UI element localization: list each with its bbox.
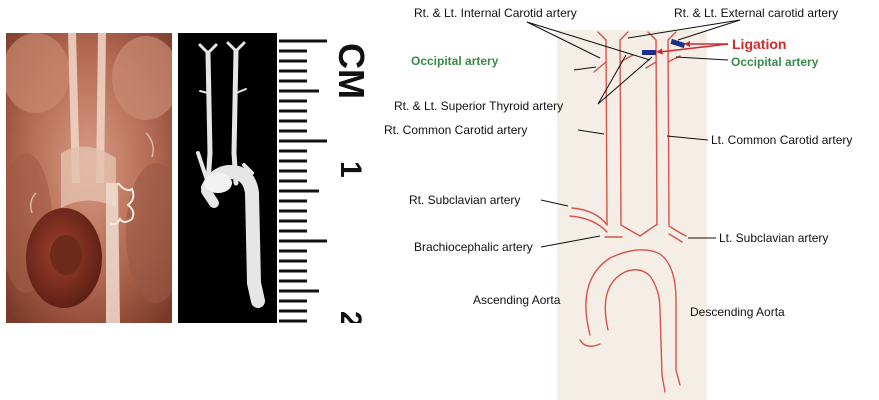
label-rt-subclavian: Rt. Subclavian artery <box>409 193 520 207</box>
label-lt-subclavian: Lt. Subclavian artery <box>719 231 828 245</box>
ligation-marker-right <box>642 50 656 55</box>
label-internal-carotid: Rt. & Lt. Internal Carotid artery <box>414 6 577 20</box>
label-ascending-aorta: Ascending Aorta <box>473 293 561 307</box>
pointer-lines <box>527 20 740 247</box>
label-occipital-right: Occipital artery <box>411 54 499 68</box>
label-rt-common-carotid: Rt. Common Carotid artery <box>384 123 527 137</box>
ligation-markers <box>642 39 685 55</box>
label-descending-aorta: Descending Aorta <box>690 305 785 319</box>
ligation-pointers <box>660 44 728 52</box>
label-occipital-left: Occipital artery <box>731 55 819 69</box>
lt-subclavian-vessel <box>669 226 686 236</box>
rt-common-carotid-vessel <box>606 40 607 225</box>
label-external-carotid: Rt. & Lt. External carotid artery <box>674 6 838 20</box>
ligation-marker-left <box>670 39 685 48</box>
label-superior-thyroid: Rt. & Lt. Superior Thyroid artery <box>394 99 563 113</box>
label-lt-common-carotid: Lt. Common Carotid artery <box>711 133 852 147</box>
label-ligation: Ligation <box>732 36 786 52</box>
lt-common-carotid-vessel <box>656 40 657 225</box>
label-brachiocephalic: Brachiocephalic artery <box>414 240 533 254</box>
